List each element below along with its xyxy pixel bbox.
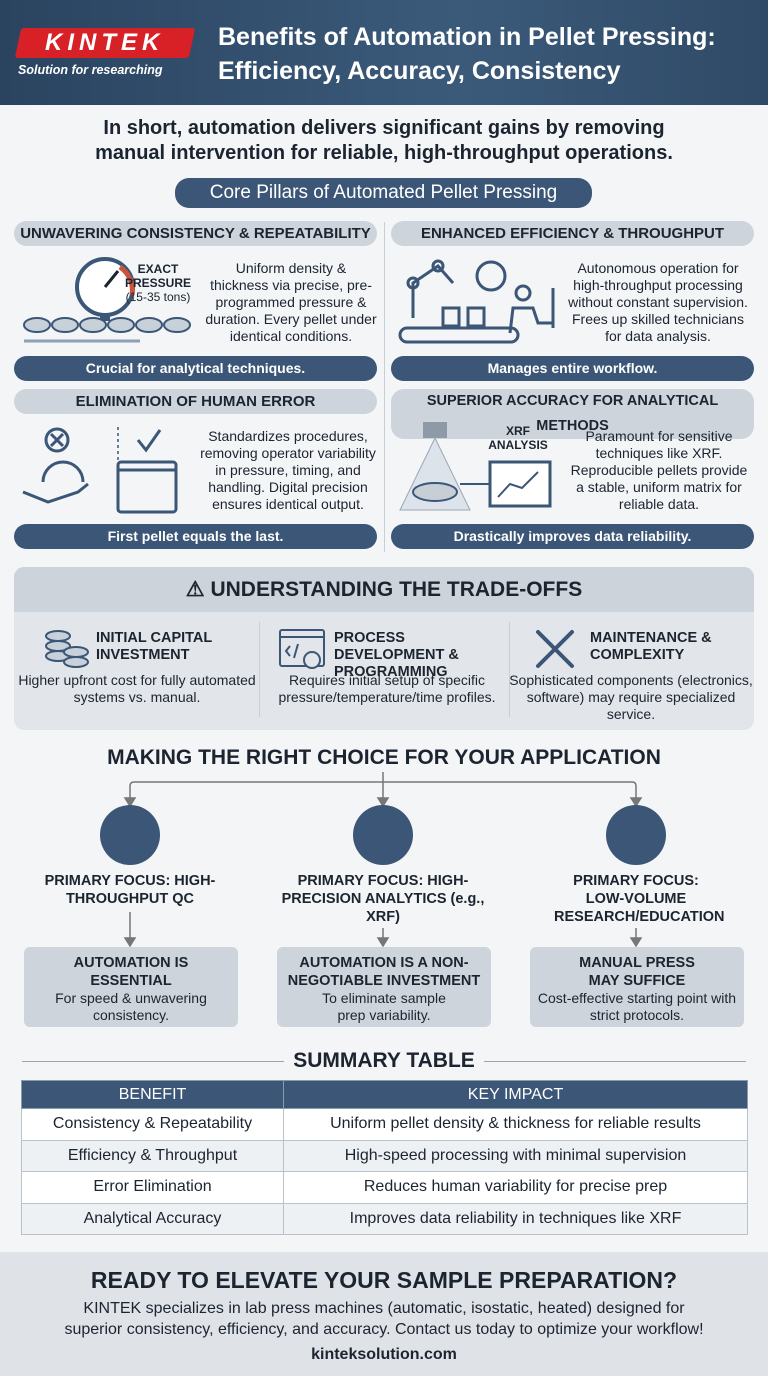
tradeoffs-title: UNDERSTANDING THE TRADE-OFFS — [210, 578, 583, 601]
label: (15-35 tons) — [125, 290, 191, 304]
pillar-heading: ENHANCED EFFICIENCY & THROUGHPUT — [391, 221, 754, 246]
cell: Error Elimination — [21, 1171, 284, 1204]
summary-title: SUMMARY TABLE — [284, 1049, 484, 1073]
logo-tagline: Solution for researching — [18, 63, 163, 77]
verdict-detail: For speed & unwavering consistency. — [55, 990, 207, 1023]
pillars-title: Core Pillars of Automated Pellet Pressin… — [175, 178, 592, 208]
pillar-text: Paramount for sensitive techniques like … — [570, 428, 748, 512]
error-vs-check-icon — [22, 427, 178, 514]
verdict: MANUAL PRESS MAY SUFFICE — [579, 955, 695, 989]
decision-box: AUTOMATION IS A NON-NEGOTIABLE INVESTMEN… — [277, 947, 491, 1027]
branch-arrows — [123, 772, 643, 808]
cell: Analytical Accuracy — [21, 1202, 284, 1235]
title-line: Efficiency, Accuracy, Consistency — [218, 57, 621, 85]
cta-section: READY TO ELEVATE YOUR SAMPLE PREPARATION… — [0, 1252, 768, 1376]
tradeoff-heading: INITIAL CAPITAL INVESTMENT — [96, 630, 212, 663]
warning-icon: ⚠ — [185, 578, 211, 601]
pillar-text: Standardizes procedures, removing operat… — [200, 428, 376, 512]
cell: Improves data reliability in techniques … — [283, 1202, 748, 1235]
pillar-text: Autonomous operation for high-throughput… — [568, 260, 748, 344]
website-link[interactable]: kinteksolution.com — [311, 1346, 457, 1363]
column-header: BENEFIT — [21, 1080, 284, 1109]
tradeoff-text: Sophisticated components (electronics, s… — [509, 672, 753, 722]
page-title: Benefits of Automation in Pellet Pressin… — [218, 20, 716, 88]
cell: Consistency & Repeatability — [21, 1108, 284, 1141]
pillar-heading: SUPERIOR ACCURACY FOR ANALYTICAL METHODS — [391, 389, 754, 439]
divider — [259, 622, 260, 717]
label: PRESSURE — [124, 276, 192, 290]
tradeoffs-panel: ⚠ UNDERSTANDING THE TRADE-OFFS INITIAL C… — [14, 567, 754, 730]
pillar-footer: Drastically improves data reliability. — [391, 524, 754, 549]
cta-text: superior consistency, efficiency, and ac… — [64, 1321, 704, 1338]
pillar-footer: Crucial for analytical techniques. — [14, 356, 377, 381]
school-icon — [606, 805, 666, 865]
pillar-footer: Manages entire workflow. — [391, 356, 754, 381]
robot-arm-workstation-icon — [398, 259, 555, 344]
tools-icon — [536, 630, 574, 668]
tradeoffs-header: ⚠ UNDERSTANDING THE TRADE-OFFS — [14, 567, 754, 612]
xrf-analysis-icon — [399, 422, 552, 511]
divider — [509, 622, 510, 717]
label: ANALYSIS — [488, 438, 548, 452]
cta-text: KINTEK specializes in lab press machines… — [83, 1300, 685, 1317]
tradeoff-heading: MAINTENANCE & COMPLEXITY — [590, 630, 712, 663]
pillar-text: Uniform density & thickness via precise,… — [205, 260, 377, 344]
verdict: AUTOMATION IS A NON-NEGOTIABLE INVESTMEN… — [287, 955, 481, 989]
pillar-heading: ELIMINATION OF HUMAN ERROR — [14, 389, 377, 414]
lab-analytics-icon — [353, 805, 413, 865]
choice-title: MAKING THE RIGHT CHOICE FOR YOUR APPLICA… — [107, 746, 661, 769]
code-gear-icon — [279, 629, 325, 669]
verdict-detail: Cost-effective starting point with stric… — [537, 990, 737, 1023]
pillar-heading: UNWAVERING CONSISTENCY & REPEATABILITY — [14, 221, 377, 246]
cta-title: READY TO ELEVATE YOUR SAMPLE PREPARATION… — [90, 1267, 678, 1293]
intro-summary: In short, automation delivers significan… — [0, 116, 768, 166]
title-line: Benefits of Automation in Pellet Pressin… — [218, 23, 716, 51]
tradeoff-heading: PROCESS DEVELOPMENT & PROGRAMMING — [334, 630, 459, 680]
down-arrows — [123, 912, 643, 948]
verdict-detail: To eliminate sample prep variability. — [322, 990, 446, 1023]
cell: Reduces human variability for precise pr… — [283, 1171, 748, 1204]
label: XRF — [506, 424, 530, 438]
pillar-footer: First pellet equals the last. — [14, 524, 377, 549]
divider — [384, 222, 385, 552]
focus-label: PRIMARY FOCUS: LOW-VOLUME RESEARCH/EDUCA… — [554, 873, 725, 925]
coins-stack-icon — [45, 630, 89, 668]
column-header: KEY IMPACT — [283, 1080, 748, 1109]
intro-line: In short, automation delivers significan… — [103, 117, 665, 139]
focus-label: PRIMARY FOCUS: HIGH-THROUGHPUT QC — [44, 873, 216, 907]
logo-text: KINTEK — [45, 29, 165, 56]
factory-icon — [100, 805, 160, 865]
kintek-logo: KINTEK — [14, 28, 196, 58]
cell: Efficiency & Throughput — [21, 1139, 284, 1172]
label: EXACT — [137, 262, 179, 276]
intro-line: manual intervention for reliable, high-t… — [95, 142, 673, 164]
pressure-gauge-icon — [23, 257, 191, 343]
cell: High-speed processing with minimal super… — [283, 1139, 748, 1172]
tradeoff-text: Higher upfront cost for fully automated … — [18, 672, 256, 705]
verdict: AUTOMATION IS ESSENTIAL — [73, 955, 189, 989]
tradeoff-text: Requires initial setup of specific press… — [278, 672, 496, 705]
cell: Uniform pellet density & thickness for r… — [283, 1108, 748, 1141]
focus-label: PRIMARY FOCUS: HIGH-PRECISION ANALYTICS … — [281, 873, 485, 925]
